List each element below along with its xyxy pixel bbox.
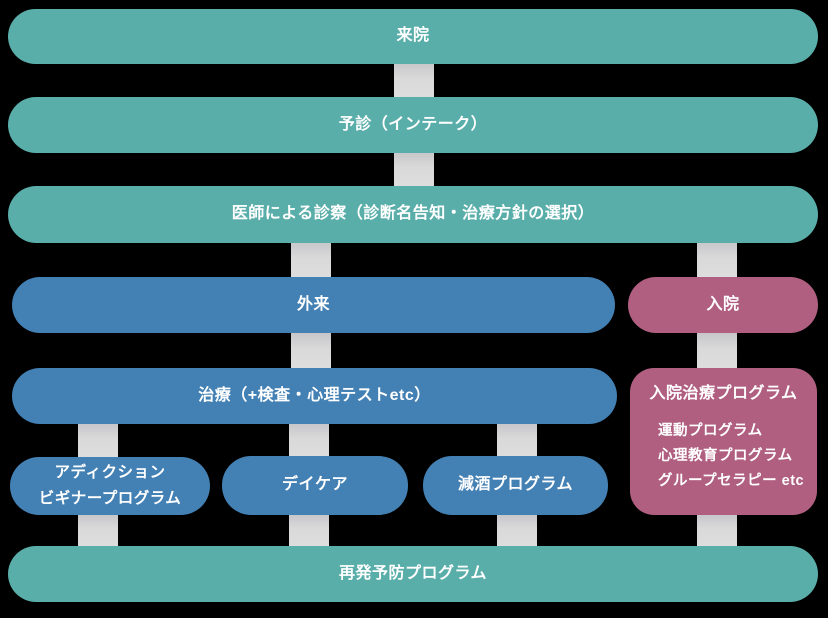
connector-reduced-relapse xyxy=(497,512,537,549)
addiction-line2: ビギナープログラム xyxy=(38,490,182,507)
connector-treatment-addiction xyxy=(78,421,118,460)
connector-inpatient-program xyxy=(697,330,737,371)
node-intake: 予診（インテーク） xyxy=(8,97,818,153)
connector-exam-outpatient xyxy=(291,239,331,280)
connector-program-relapse xyxy=(697,512,737,549)
connector-treatment-reduced xyxy=(497,421,537,460)
connector-outpatient-treatment xyxy=(291,330,331,371)
connector-daycare-relapse xyxy=(289,512,329,549)
node-inpatient-label: 入院 xyxy=(706,295,740,313)
node-treatment-label: 治療（+検査・心理テストetc） xyxy=(198,386,431,404)
node-doctor-exam-label: 医師による診察（診断名告知・治療方針の選択） xyxy=(231,205,595,223)
node-outpatient-label: 外来 xyxy=(296,295,330,313)
node-treatment: 治療（+検査・心理テストetc） xyxy=(12,368,617,424)
node-daycare-label: デイケア xyxy=(281,476,348,494)
node-addiction-beginner-program: アディクション ビギナープログラム xyxy=(10,457,210,515)
node-reduced-drinking-label: 減酒プログラム xyxy=(457,476,574,494)
node-inpatient-program: 入院治療プログラム 運動プログラム 心理教育プログラム グループセラピー etc xyxy=(630,368,817,515)
node-inpatient: 入院 xyxy=(628,277,818,333)
node-relapse-prevention-label: 再発予防プログラム xyxy=(338,564,488,582)
inpatient-program-item: 心理教育プログラム xyxy=(658,447,793,464)
connector-visit-intake xyxy=(394,60,434,100)
node-addiction-beginner-label: アディクション ビギナープログラム xyxy=(39,460,182,512)
inpatient-program-item: グループセラピー etc xyxy=(658,472,805,489)
connector-treatment-daycare xyxy=(289,421,329,460)
connector-addiction-relapse xyxy=(78,512,118,549)
node-doctor-exam: 医師による診察（診断名告知・治療方針の選択） xyxy=(8,186,818,243)
node-outpatient: 外来 xyxy=(12,277,615,333)
node-visit: 来院 xyxy=(8,9,818,64)
node-daycare: デイケア xyxy=(222,456,408,515)
node-intake-label: 予診（インテーク） xyxy=(338,115,488,133)
inpatient-program-title: 入院治療プログラム xyxy=(649,385,798,402)
node-visit-label: 来院 xyxy=(396,27,430,45)
inpatient-program-list: 運動プログラム 心理教育プログラム グループセラピー etc xyxy=(630,419,817,494)
inpatient-program-item: 運動プログラム xyxy=(658,422,763,439)
addiction-line1: アディクション xyxy=(54,464,166,481)
node-reduced-drinking-program: 減酒プログラム xyxy=(423,456,608,515)
connector-exam-inpatient xyxy=(697,239,737,280)
node-relapse-prevention-program: 再発予防プログラム xyxy=(8,546,818,602)
connector-intake-exam xyxy=(394,149,434,189)
